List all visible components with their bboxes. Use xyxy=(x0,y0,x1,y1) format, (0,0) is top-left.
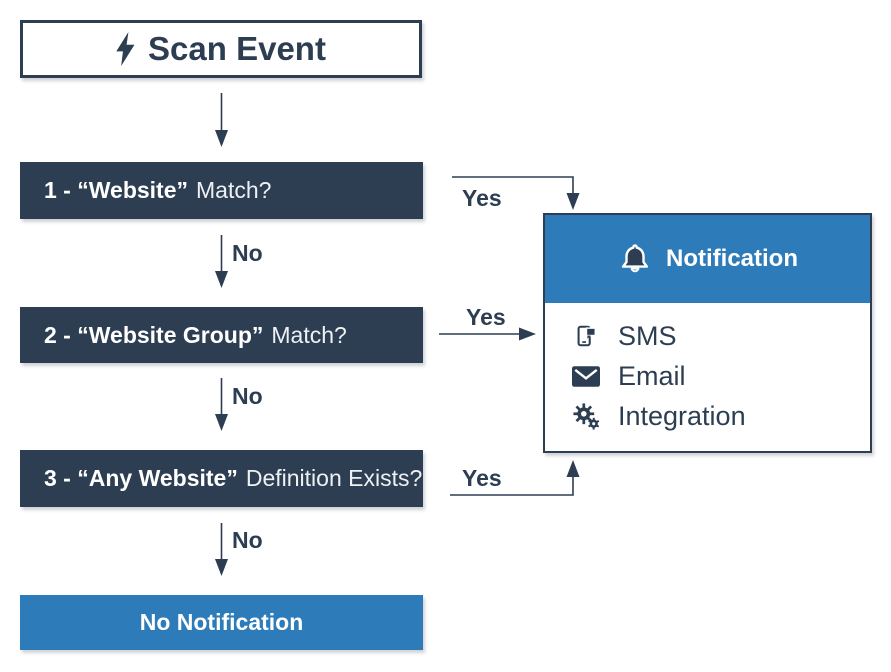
list-item-sms: SMS xyxy=(571,316,870,356)
scan-event-label: Scan Event xyxy=(148,30,326,67)
gears-icon xyxy=(571,402,601,430)
sms-label: SMS xyxy=(618,320,677,351)
step-3-regular-text: Definition Exists? xyxy=(245,465,423,491)
no-label-step2: No xyxy=(232,383,263,409)
yes-label-step3: Yes xyxy=(462,465,502,491)
arrow-step1-to-step2 xyxy=(215,235,228,288)
no-notification-label: No Notification xyxy=(139,609,304,635)
no-label-step3: No xyxy=(232,527,263,553)
arrow-scan-to-step1 xyxy=(215,93,228,147)
step-1-regular-text: Match? xyxy=(196,177,272,203)
bell-icon xyxy=(621,244,649,273)
step-2-website-group-match-box: 2 - “Website Group” Match? xyxy=(20,307,423,363)
list-item-integration: Integration xyxy=(571,396,870,436)
notification-panel-header: Notification xyxy=(545,215,870,303)
arrow-step2-to-step3 xyxy=(215,378,228,431)
no-label-step1: No xyxy=(232,240,263,266)
notification-panel-title: Notification xyxy=(666,245,798,272)
scan-event-box: Scan Event xyxy=(20,20,422,78)
yes-label-step1: Yes xyxy=(462,185,502,211)
step-3-any-website-definition-box: 3 - “Any Website” Definition Exists? xyxy=(20,450,423,507)
step-1-bold-text: 1 - “Website” xyxy=(44,177,188,203)
yes-label-step2: Yes xyxy=(466,304,506,330)
email-icon xyxy=(571,365,601,387)
notification-panel: Notification SMS xyxy=(543,213,872,453)
step-3-bold-text: 3 - “Any Website” xyxy=(44,465,238,491)
no-notification-box: No Notification xyxy=(20,595,423,650)
integration-label: Integration xyxy=(618,400,746,431)
step-2-bold-text: 2 - “Website Group” xyxy=(44,321,264,348)
list-item-email: Email xyxy=(571,356,870,396)
sms-phone-icon xyxy=(571,322,601,350)
step-2-regular-text: Match? xyxy=(271,321,347,348)
step-1-website-match-box: 1 - “Website” Match? xyxy=(20,162,423,219)
arrow-step3-to-no-notification xyxy=(215,523,228,576)
lightning-bolt-icon xyxy=(116,32,135,66)
email-label: Email xyxy=(618,360,686,391)
notification-panel-body: SMS Email xyxy=(545,303,870,436)
